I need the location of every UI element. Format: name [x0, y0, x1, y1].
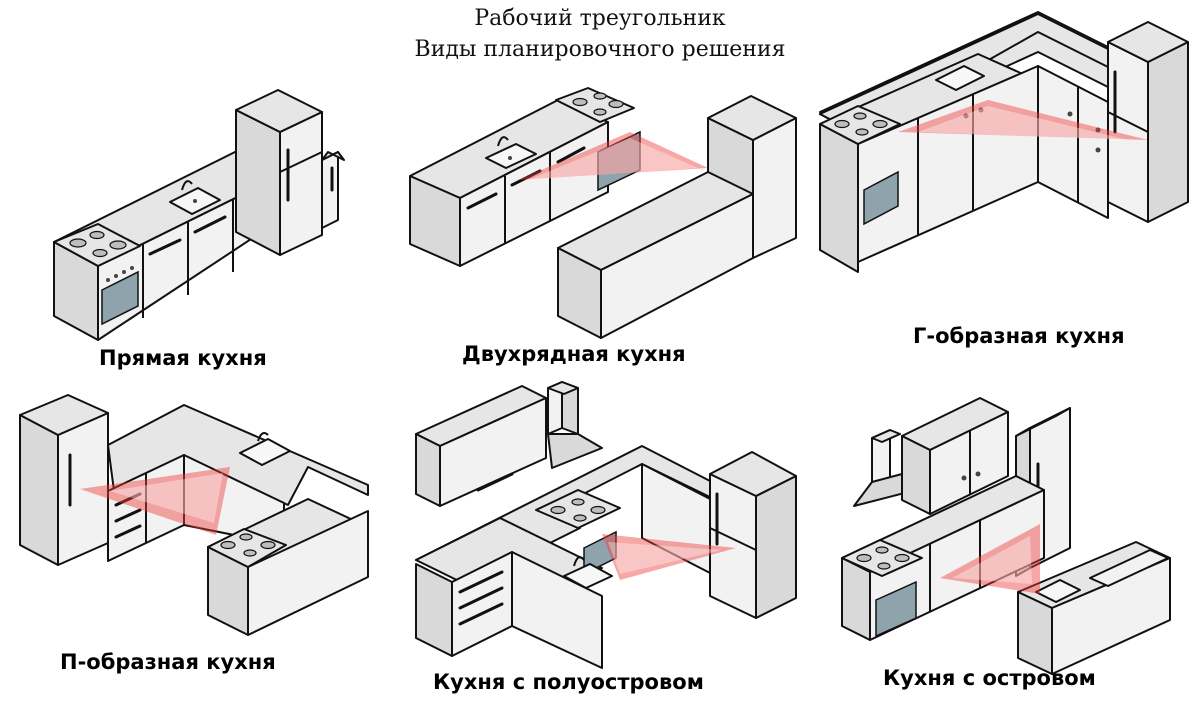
- layout-label-island: Кухня с островом: [883, 666, 1096, 690]
- island-kitchen-illustration: [841, 397, 1171, 675]
- l-shaped-kitchen-illustration: [819, 11, 1189, 273]
- diagram-subtitle: Виды планировочного решения: [414, 37, 786, 62]
- layout-label-peninsula: Кухня с полуостровом: [433, 670, 704, 694]
- layout-label-galley: Двухрядная кухня: [462, 342, 686, 366]
- layout-label-u-shaped: П-образная кухня: [60, 650, 276, 674]
- layout-label-straight: Прямая кухня: [99, 346, 267, 370]
- layout-label-l-shaped: Г-образная кухня: [913, 324, 1125, 348]
- diagram-title: Рабочий треугольник: [474, 6, 726, 31]
- straight-kitchen-illustration: [53, 89, 345, 341]
- peninsula-kitchen-illustration: [415, 381, 797, 669]
- galley-kitchen-illustration: [409, 87, 797, 339]
- u-shaped-kitchen-illustration: [19, 394, 369, 636]
